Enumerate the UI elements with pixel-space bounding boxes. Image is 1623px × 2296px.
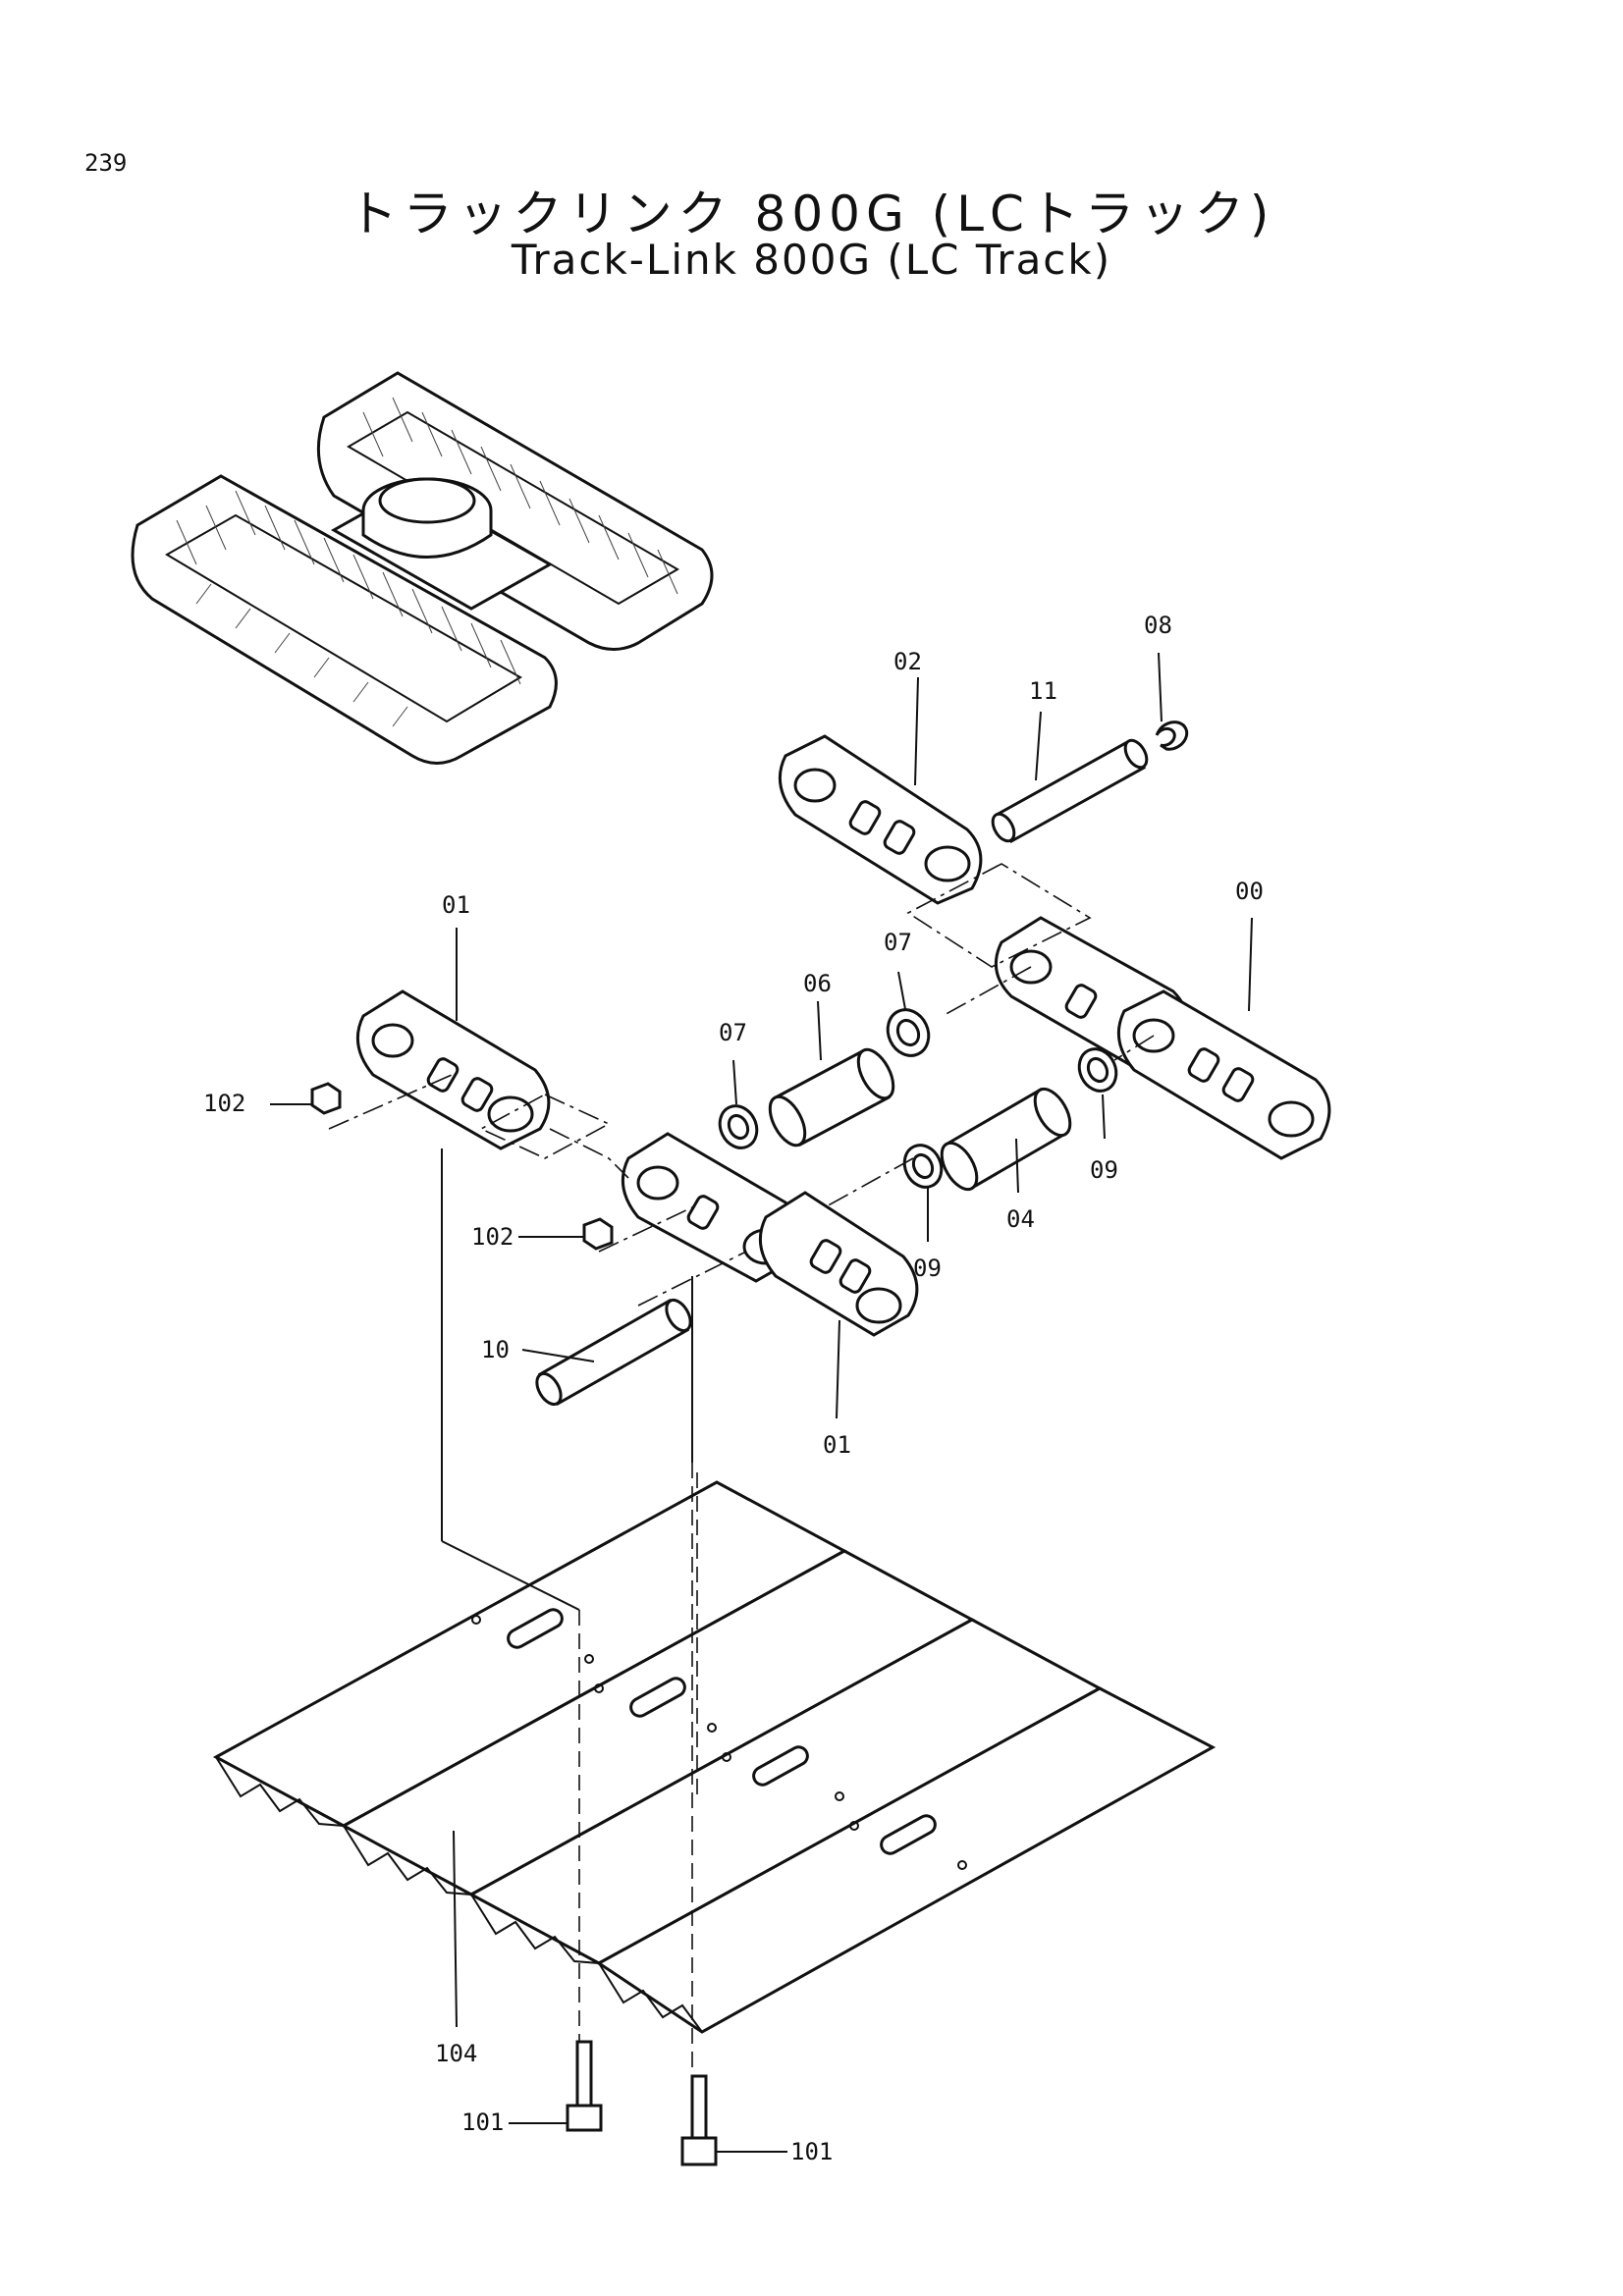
callout-08: 08 xyxy=(1144,612,1172,639)
callout-102-lower: 102 xyxy=(471,1223,514,1251)
part-101-shoe-bolt-left xyxy=(566,2040,603,2132)
callout-102-upper: 102 xyxy=(203,1090,245,1117)
part-09-seal-center xyxy=(902,1144,944,1189)
callout-07-upper: 07 xyxy=(884,929,912,956)
undercarriage-overview-illustration xyxy=(131,371,714,765)
part-10-track-pin xyxy=(535,1298,692,1407)
title-japanese: トラックリンク 800G (LCトラック) xyxy=(348,186,1275,242)
alignment-lines xyxy=(328,863,1155,2076)
page-number: 239 xyxy=(84,149,128,177)
callout-11: 11 xyxy=(1029,677,1057,705)
part-09-seal-right xyxy=(1077,1047,1118,1093)
part-01-track-link-upper xyxy=(355,989,551,1150)
part-07-seal-lower xyxy=(718,1104,759,1149)
part-101-shoe-bolt-right xyxy=(680,2074,718,2166)
part-11-master-pin xyxy=(991,738,1149,844)
part-102-nut-upper xyxy=(310,1082,342,1115)
callout-02: 02 xyxy=(893,648,922,675)
part-06-bushing xyxy=(768,1047,895,1148)
callout-09-right: 09 xyxy=(1090,1156,1118,1184)
part-04-bushing xyxy=(940,1087,1072,1192)
callout-01-lower: 01 xyxy=(823,1431,851,1459)
callout-06: 06 xyxy=(803,970,832,997)
part-102-nut-lower xyxy=(582,1217,614,1251)
part-104-track-shoes xyxy=(212,1480,1217,2034)
part-01-track-link-lower xyxy=(621,1132,919,1337)
part-02-track-link xyxy=(778,734,983,905)
callout-101-right: 101 xyxy=(790,2138,833,2165)
leader-lines xyxy=(270,652,1253,2153)
title-english: Track-Link 800G (LC Track) xyxy=(511,236,1112,284)
callout-01-upper: 01 xyxy=(442,891,470,919)
callout-10: 10 xyxy=(481,1336,510,1363)
callout-101-left: 101 xyxy=(461,2109,504,2136)
callout-04: 04 xyxy=(1006,1205,1035,1233)
callout-07-lower: 07 xyxy=(719,1019,747,1046)
callout-00: 00 xyxy=(1235,878,1264,905)
callout-104: 104 xyxy=(435,2040,477,2067)
part-00-link-assembly xyxy=(994,916,1331,1160)
part-07-seal-upper xyxy=(886,1008,931,1057)
callout-09-center: 09 xyxy=(913,1255,942,1282)
part-08-snap-ring xyxy=(1155,721,1189,751)
